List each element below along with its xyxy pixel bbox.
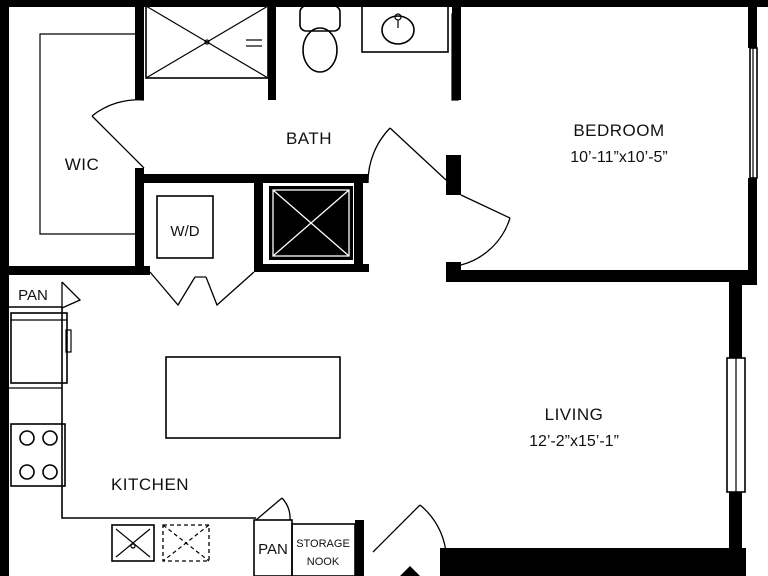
- door-bedroom: [460, 194, 511, 219]
- wall-wic-right: [135, 0, 144, 100]
- door-laundry-right: [205, 271, 255, 307]
- kitchen-fixtures: [9, 306, 356, 576]
- toilet-bowl: [302, 27, 338, 73]
- storage-label-line1: STORAGE: [296, 538, 350, 550]
- wall-laundry-right: [254, 180, 263, 270]
- door-wic: [91, 115, 145, 169]
- door-laundry-left: [149, 271, 196, 307]
- range: [10, 423, 66, 487]
- toilet-tank: [299, 5, 341, 32]
- shower: [145, 5, 269, 79]
- wic-shelving: [39, 33, 135, 235]
- wall-bath-bedroom-stub: [446, 155, 461, 195]
- living-label: LIVING: [545, 405, 604, 424]
- wall-right-living: [729, 283, 742, 358]
- wall-bath-bedroom: [452, 0, 461, 100]
- wall-mech-right: [354, 180, 363, 270]
- wall-wic-bottom: [0, 266, 150, 275]
- pantry-bottom-label: PAN: [258, 541, 288, 558]
- wic-label: WIC: [65, 155, 100, 174]
- refrigerator: [10, 312, 68, 384]
- sink-icon: [381, 15, 415, 45]
- door-entry: [372, 504, 421, 553]
- door-pantry-bottom: [255, 497, 283, 521]
- kitchen-label: KITCHEN: [111, 475, 189, 494]
- wall-right-bedroom: [748, 0, 757, 48]
- windows: [726, 47, 758, 493]
- kitchen-sink: [111, 524, 155, 562]
- wall-bath-bottom: [138, 174, 368, 183]
- wall-left: [0, 0, 9, 576]
- door-bath-entry: [389, 127, 447, 181]
- vanity: [361, 5, 449, 53]
- bedroom-label: BEDROOM: [573, 121, 664, 140]
- wall-bedroom-door-jamb: [446, 262, 461, 282]
- kitchen-island: [165, 356, 341, 439]
- pantry-top-label: PAN: [18, 287, 48, 304]
- laundry-mech: [156, 186, 353, 260]
- wall-bottom-right: [446, 548, 746, 576]
- wall-bottom-storage: [355, 520, 364, 576]
- living-dims: 12’-2”x15’-1”: [529, 433, 619, 450]
- bath-fixtures: [145, 5, 459, 101]
- storage-label-line2: NOOK: [307, 556, 340, 568]
- bath-label: BATH: [286, 129, 332, 148]
- wall-right-bedroom-lower: [748, 178, 757, 278]
- wall-mech-bottom: [254, 264, 369, 272]
- bedroom-dims: 10’-11”x10’-5”: [570, 149, 668, 166]
- labels: BEDROOM 10’-11”x10’-5” LIVING 12’-2”x15’…: [18, 121, 668, 568]
- wall-top: [0, 0, 768, 7]
- storage-nook: [291, 523, 356, 576]
- dishwasher: [162, 524, 210, 562]
- wall-shower-right: [268, 0, 276, 100]
- wall-wic-right-lower: [135, 168, 144, 270]
- wic-shelf: [39, 33, 135, 235]
- washer-dryer: [156, 195, 214, 259]
- doors: [61, 99, 511, 576]
- washer-dryer-label: W/D: [170, 223, 199, 240]
- kitchen-counter: [9, 306, 256, 519]
- wall-bedroom-living: [452, 270, 752, 282]
